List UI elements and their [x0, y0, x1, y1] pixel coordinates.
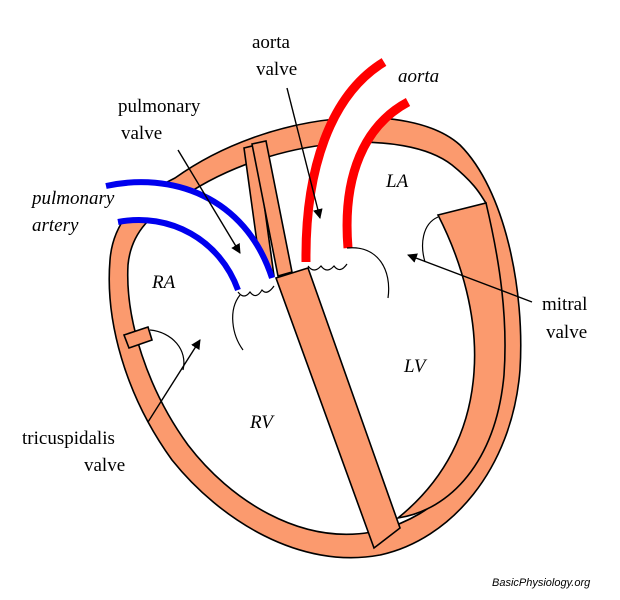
label-aorta-valve-line2: valve — [256, 59, 297, 80]
aorta-wall-outer — [301, 58, 387, 263]
pulmonary-wall-inner — [117, 217, 241, 292]
label-rv: RV — [249, 412, 275, 433]
label-aorta-valve-line1: aorta — [252, 32, 291, 53]
pulmonary-wall-outer — [105, 179, 275, 279]
label-ra: RA — [151, 272, 176, 293]
aortic-valve-cusps — [307, 263, 348, 271]
pulmonary-lumen — [106, 182, 272, 290]
label-pulmonary-valve-line1: pulmonary — [118, 96, 201, 117]
arrow-tricuspid-valve — [147, 339, 201, 423]
tricuspid-ring — [122, 325, 153, 350]
mitral-leaflet-lateral — [422, 216, 439, 263]
label-aorta: aorta — [398, 66, 439, 87]
label-pulmonary-artery-line1: pulmonary — [30, 188, 115, 209]
pulmonary-side-leaflet — [232, 294, 244, 351]
pulmonary-valve-cusps — [237, 285, 275, 297]
tricuspid-leaflet — [149, 329, 185, 371]
interatrial-septum-2 — [251, 140, 293, 278]
credit-text: BasicPhysiology.org — [492, 577, 591, 589]
arrow-aorta-valve — [286, 87, 323, 219]
label-mitral-valve-line2: valve — [546, 322, 587, 343]
label-mitral-valve-line1: mitral — [542, 294, 587, 315]
label-pulmonary-artery-line2: artery — [32, 215, 79, 236]
label-lv: LV — [403, 356, 428, 377]
label-pulmonary-valve-line2: valve — [121, 123, 162, 144]
label-tricuspid-valve-line2: valve — [84, 455, 125, 476]
mitral-leaflet — [346, 247, 390, 299]
arrow-pulmonary-valve — [177, 149, 241, 254]
aorta-wall-inner — [342, 98, 411, 249]
interventricular-septum — [274, 267, 401, 550]
label-la: LA — [385, 171, 409, 192]
arrow-mitral-valve — [407, 253, 533, 303]
label-tricuspid-valve-line1: tricuspidalis — [22, 428, 115, 449]
